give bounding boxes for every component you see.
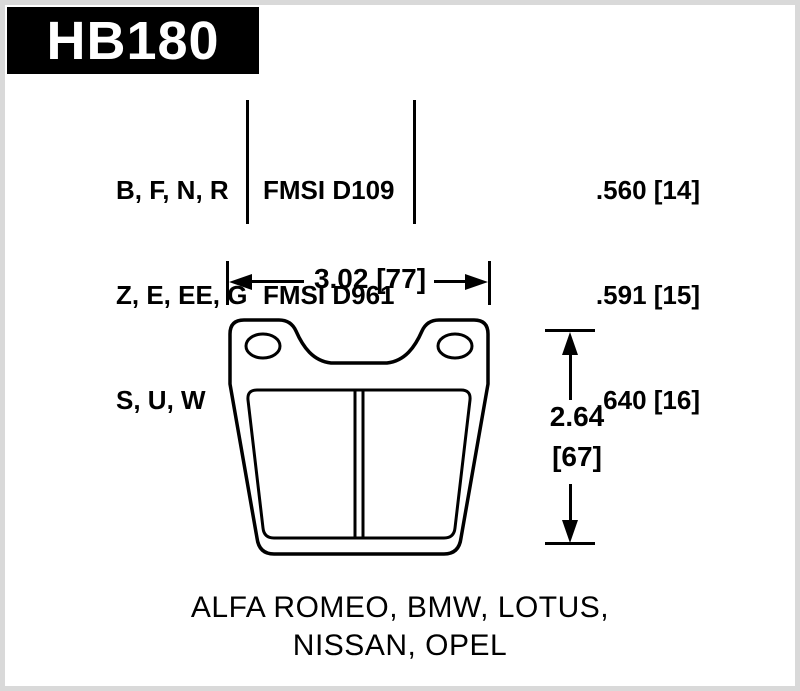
- compound-codes-row: S, U, W: [116, 385, 206, 415]
- part-number-badge: HB180: [7, 7, 259, 74]
- width-dim-line-right: [434, 280, 467, 283]
- height-extension-line-top: [545, 329, 595, 332]
- height-arrow-down-icon: [562, 520, 578, 543]
- width-arrow-left-icon: [229, 274, 252, 290]
- pad-left-hole: [244, 332, 282, 360]
- thickness-row: .591 [15]: [595, 280, 700, 310]
- compound-codes-row: Z, E, EE, G: [116, 280, 248, 310]
- thickness-row: .560 [14]: [595, 175, 700, 205]
- brake-pad-drawing: [228, 318, 490, 556]
- height-arrow-up-icon: [562, 332, 578, 355]
- pad-outline: [228, 318, 490, 556]
- compound-codes-column: B, F, N, R Z, E, EE, G S, U, W: [116, 103, 247, 488]
- height-dim-line-top: [569, 354, 572, 400]
- compound-codes-row: B, F, N, R: [116, 175, 229, 205]
- width-extension-line-left: [226, 261, 229, 305]
- friction-outline: [246, 388, 472, 540]
- width-dim-label: 3.02 [77]: [313, 263, 427, 294]
- height-dim-line-bottom: [569, 484, 572, 522]
- part-number: HB180: [46, 10, 220, 71]
- applications-line-1: ALFA ROMEO, BMW, LOTUS,: [190, 591, 610, 624]
- applications-line-2: NISSAN, OPEL: [292, 629, 508, 662]
- table-divider-right: [413, 100, 416, 224]
- height-dim-label-mm: [67]: [552, 441, 602, 472]
- thickness-row: .640 [16]: [595, 385, 700, 415]
- width-extension-line-right: [488, 261, 491, 305]
- fmsi-row: FMSI D961: [263, 280, 395, 310]
- thickness-column: .560 [14] .591 [15] .640 [16]: [505, 103, 700, 488]
- height-extension-line-bottom: [545, 542, 595, 545]
- fmsi-column: FMSI D109 FMSI D961: [263, 103, 395, 383]
- width-dim-line-left: [250, 280, 304, 283]
- pad-right-hole: [436, 332, 474, 360]
- table-divider-left: [246, 100, 249, 224]
- fmsi-row: FMSI D109: [263, 175, 395, 205]
- height-dim-label-inches: 2.64: [549, 401, 605, 432]
- width-arrow-right-icon: [465, 274, 488, 290]
